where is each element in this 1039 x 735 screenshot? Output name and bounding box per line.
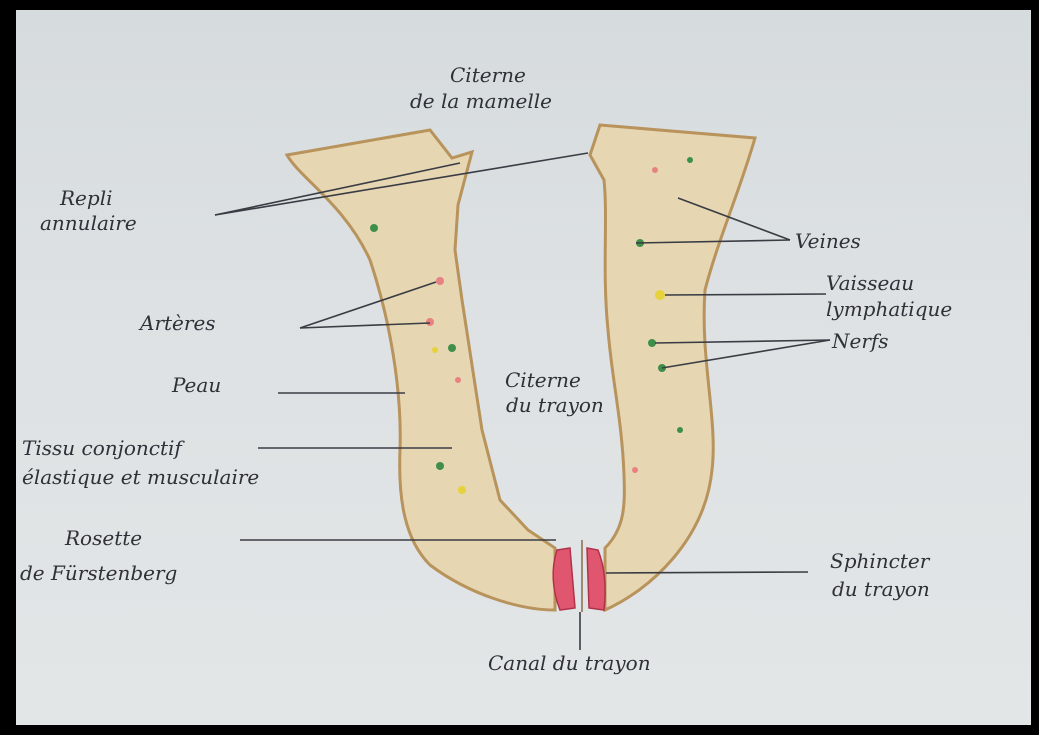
label-citerne-mamelle-1: Citerne [450,63,526,87]
label-canal: Canal du trayon [488,651,651,675]
sphincter-left [553,548,575,610]
label-sphincter-1: Sphincter [830,549,931,573]
sphincter-right [587,548,605,610]
label-rosette-2: de Fürstenberg [20,561,177,585]
label-veines: Veines [795,229,861,253]
label-vaisseau-2: lymphatique [826,297,952,321]
teat-wall-right [590,125,755,610]
label-citerne-mamelle-2: de la mamelle [410,89,552,113]
label-citerne-trayon-2: du trayon [506,393,604,417]
label-nerfs: Nerfs [831,329,889,353]
label-peau: Peau [171,373,221,397]
label-tissu-2: élastique et musculaire [22,465,259,489]
label-repli-2: annulaire [40,211,137,235]
label-rosette-1: Rosette [64,526,142,550]
label-arteres: Artères [138,311,216,335]
label-tissu-1: Tissu conjonctif [22,436,185,460]
label-citerne-trayon-1: Citerne [505,368,581,392]
label-vaisseau-1: Vaisseau [826,271,914,295]
label-sphincter-2: du trayon [832,577,930,601]
label-repli-1: Repli [59,186,113,210]
